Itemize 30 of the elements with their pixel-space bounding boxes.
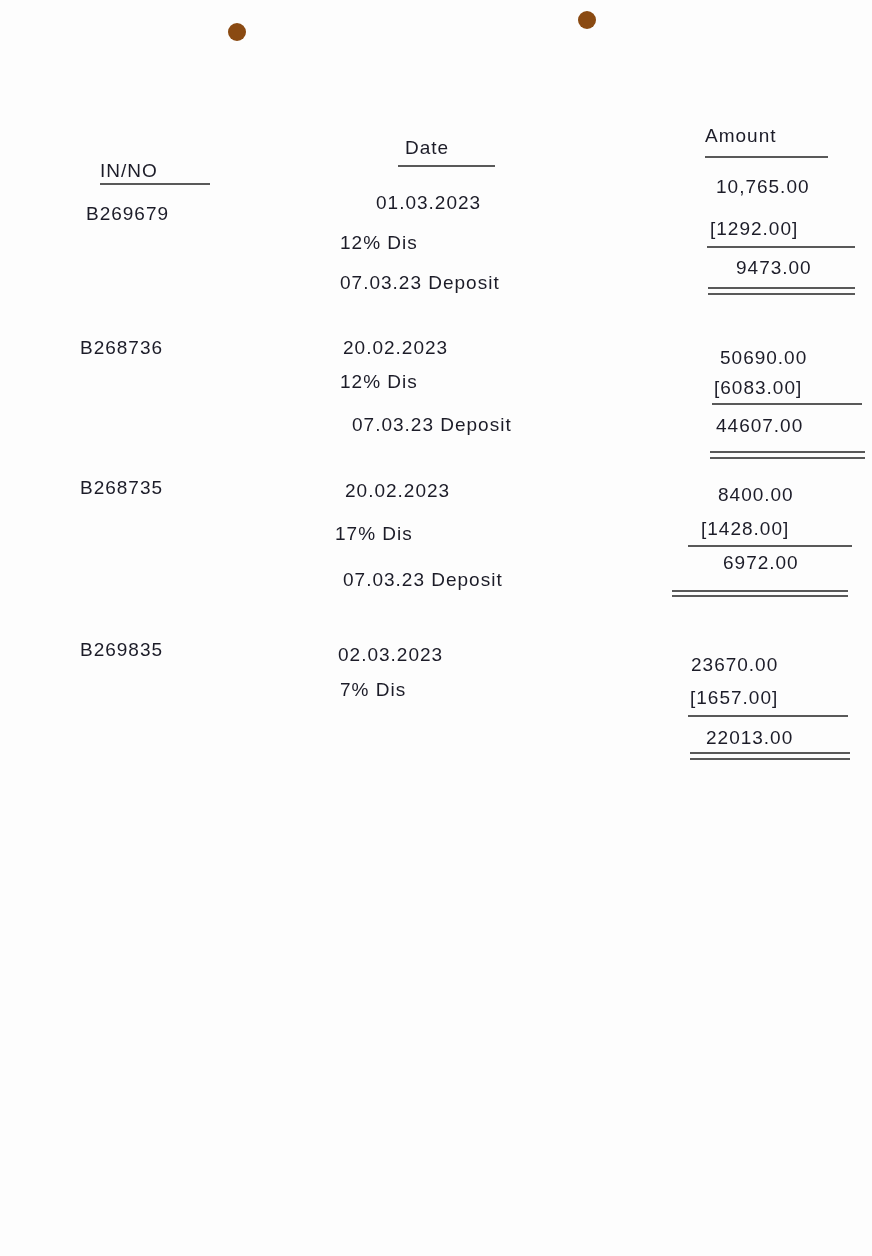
table-cell: 20.02.2023 xyxy=(345,480,451,502)
table-cell: B268735 xyxy=(80,477,164,499)
table-cell: 9473.00 xyxy=(736,257,812,279)
table-cell: [1428.00] xyxy=(701,518,790,540)
table-cell: 07.03.23 Deposit xyxy=(340,272,500,294)
table-cell: B268736 xyxy=(80,337,164,359)
column-header: IN/NO xyxy=(100,160,158,182)
table-cell: 12% Dis xyxy=(340,371,418,393)
table-cell: 23670.00 xyxy=(691,654,779,676)
table-cell: 44607.00 xyxy=(716,415,804,437)
table-cell: 17% Dis xyxy=(335,523,413,545)
table-cell: 22013.00 xyxy=(706,727,794,749)
table-cell: B269679 xyxy=(86,203,170,225)
table-cell: 02.03.2023 xyxy=(338,644,444,666)
table-cell: 07.03.23 Deposit xyxy=(352,414,512,436)
table-cell: B269835 xyxy=(80,639,164,661)
table-cell: [1657.00] xyxy=(690,687,779,709)
table-cell: 12% Dis xyxy=(340,232,418,254)
table-cell: 6972.00 xyxy=(723,552,799,574)
table-cell: 01.03.2023 xyxy=(376,192,482,214)
table-cell: 07.03.23 Deposit xyxy=(343,569,503,591)
column-header: Amount xyxy=(705,125,777,147)
table-cell: [6083.00] xyxy=(714,377,803,399)
table-cell: 10,765.00 xyxy=(716,176,810,198)
table-cell: 7% Dis xyxy=(340,679,407,701)
table-cell: 50690.00 xyxy=(720,347,808,369)
column-header: Date xyxy=(405,137,450,159)
table-cell: 8400.00 xyxy=(718,484,794,506)
table-cell: [1292.00] xyxy=(710,218,799,240)
table-cell: 20.02.2023 xyxy=(343,337,449,359)
